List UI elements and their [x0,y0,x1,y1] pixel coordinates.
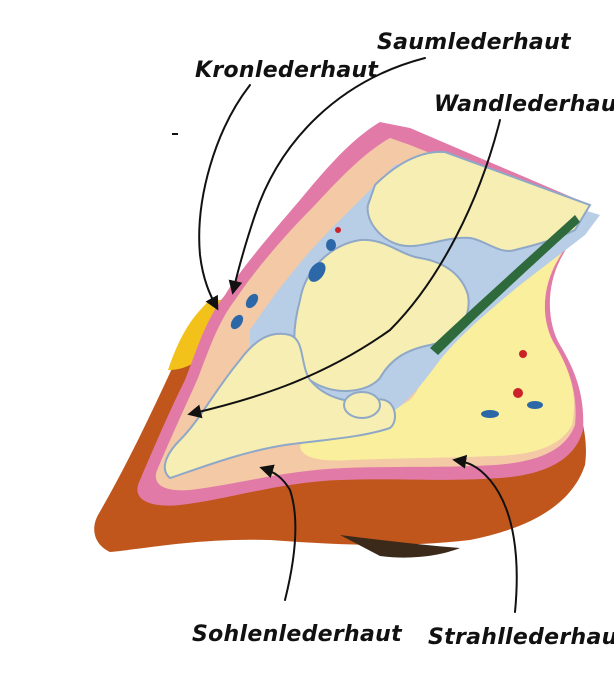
coffin-bone [163,332,396,480]
leader-sohlenlederhaut [259,464,297,601]
vessel-red [513,388,523,398]
leader-strahllederhaut [452,454,518,613]
vessel-blue [308,262,326,282]
label-saumlederhaut: Saumlederhaut [377,30,572,55]
long-pastern-bone [366,150,592,252]
vessel-blue [230,314,244,330]
label-wandlederhaut: Wandlederhaut [434,92,614,117]
vessel-red [335,227,341,233]
vessel-blue [481,410,499,418]
leader-wandlederhaut [187,119,501,419]
label-strahllederhaut: Strahllederhaut [428,625,614,650]
sole-underside [340,535,460,558]
vessel-red [519,350,527,358]
flexor-tendon [430,215,580,355]
vessel-blue [245,293,259,309]
navicular-bone [343,391,381,419]
vessel-blue [527,401,543,409]
vessel-blue [326,239,336,251]
label-kronlederhaut: Kronlederhaut [195,58,379,83]
leader-kronlederhaut [198,84,251,311]
label-sohlenlederhaut: Sohlenlederhaut [192,622,403,647]
leader-saumlederhaut [228,57,426,295]
